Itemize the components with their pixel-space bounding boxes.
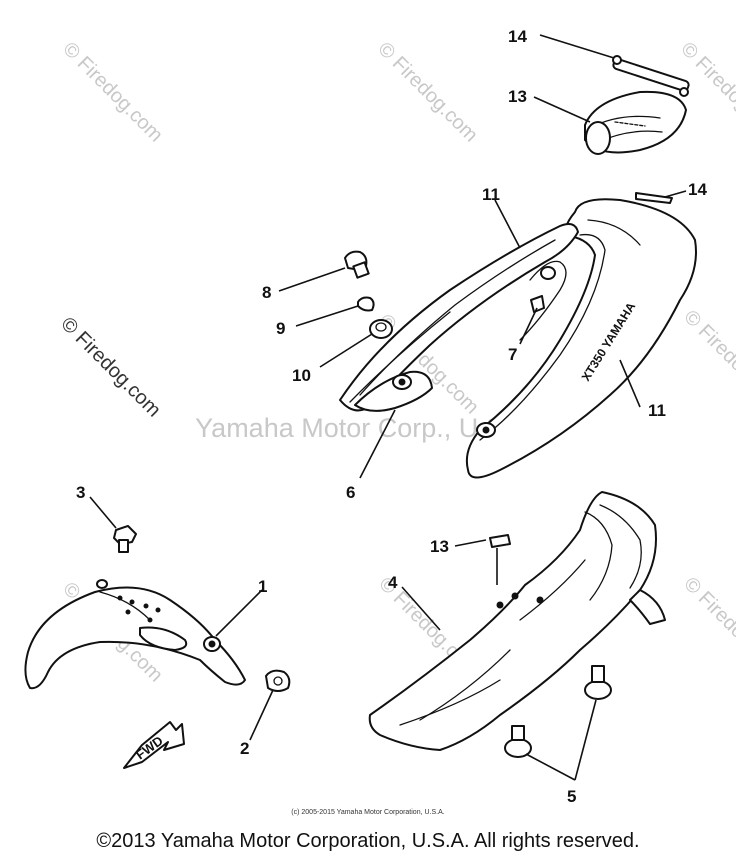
callout-7: 7 (508, 345, 517, 364)
watermark-firedog-4: © Firedog.com (56, 313, 165, 422)
part-8-bolt (344, 250, 370, 279)
callout-6: 6 (346, 483, 355, 502)
callout-14: 13 (508, 87, 527, 106)
watermark-firedog-9: © Firedog.com (679, 573, 736, 682)
callout-15: 14 (508, 27, 527, 46)
callout-labels: 14 13 14 11 8 9 10 7 11 6 3 1 2 4 13 5 (76, 27, 707, 806)
leader-lines (89, 34, 687, 781)
part-15-strap (612, 55, 690, 97)
part-1-front-fender (24, 579, 246, 690)
part-6-11-tail-cowl: XT350 YAMAHA (339, 198, 697, 479)
small-copyright: (c) 2005-2015 Yamaha Motor Corporation, … (291, 809, 445, 816)
fwd-arrow: FWD (123, 721, 185, 769)
part-5-damper-upper (584, 665, 612, 700)
part-9-clip (357, 296, 375, 312)
callout-4: 4 (388, 573, 398, 592)
callout-8: 8 (262, 283, 271, 302)
part-2-nut (265, 669, 291, 692)
watermark-firedog-1: © Firedog.com (58, 38, 167, 147)
footer-copyright: ©2013 Yamaha Motor Corporation, U.S.A. A… (96, 830, 640, 852)
callout-3: 3 (76, 483, 85, 502)
callout-5: 5 (567, 787, 576, 806)
part-5-damper-lower (504, 725, 532, 758)
part-3-bolt (113, 525, 137, 553)
callout-12: 14 (688, 180, 707, 199)
callout-11-lower: 11 (648, 401, 666, 420)
part-14-tool-bag (584, 90, 687, 155)
callout-2: 2 (240, 739, 249, 758)
callout-1: 1 (258, 577, 267, 596)
watermark-firedog-6: © Firedog.com (679, 306, 736, 415)
callout-11-upper: 11 (482, 185, 500, 204)
part-4-rear-fender (368, 491, 666, 751)
watermark-firedog-2: © Firedog.com (373, 38, 482, 147)
callout-13: 13 (430, 537, 449, 556)
callout-9: 9 (276, 319, 285, 338)
callout-10: 10 (292, 366, 311, 385)
part-12-decal (635, 192, 673, 204)
part-10-grommet (369, 319, 393, 339)
